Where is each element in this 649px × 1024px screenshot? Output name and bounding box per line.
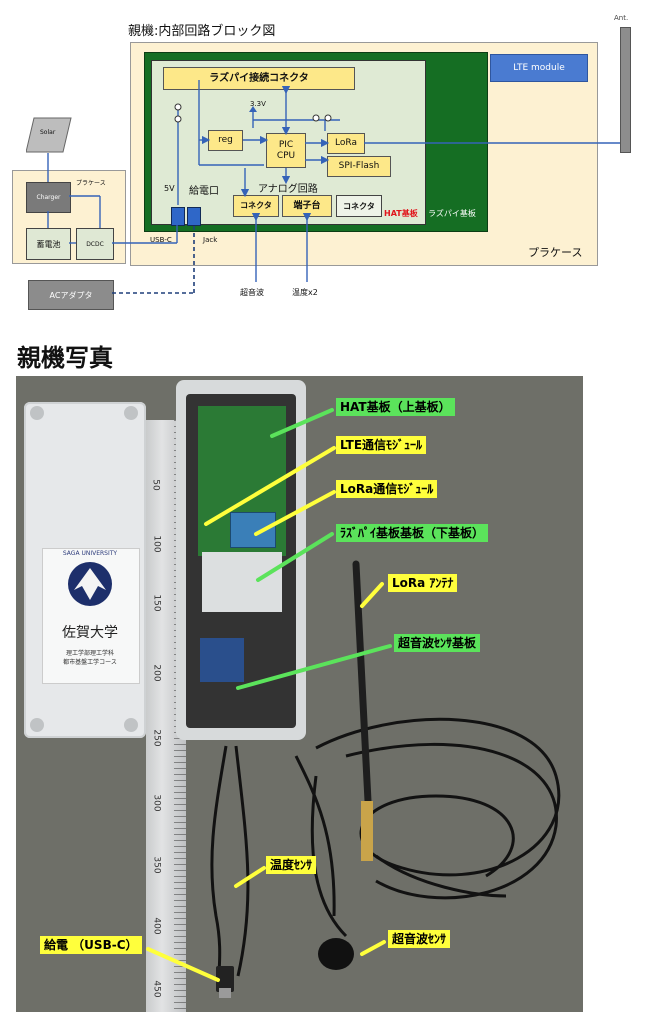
callout-lora-antenna: LoRa ｱﾝﾃﾅ [388,574,458,592]
lid-dept-line2: 都市基盤工学コース [63,659,117,666]
diagram-title: 親機:内部回路ブロック図 [128,24,276,39]
usb-c-label: USB-C [150,236,172,244]
solar-panel-icon [25,117,72,153]
connector-right-block: コネクタ [336,195,382,217]
rpi-pcb [202,552,282,612]
v5-label: 5V [164,184,175,193]
callout-arrows [146,408,392,982]
small-case-label: プラケース [76,180,106,187]
power-port-label: 給電口 [189,186,219,197]
ultrasonic-label: 超音波 [240,288,264,297]
temperature-label: 温度x2 [292,288,318,297]
callout-hat-board: HAT基板（上基板） [336,398,455,416]
plastic-case-label: プラケース [528,246,583,259]
ultrasonic-board-pcb [200,638,244,682]
photo-heading: 親機写真 [17,344,113,372]
dcdc-block: DCDC [76,228,114,260]
cpu-label: CPU [276,150,296,161]
callout-temperature-sensor: 温度ｾﾝｻ [266,856,317,874]
callout-ultrasonic-board: 超音波ｾﾝｻ基板 [394,634,481,652]
callout-lora-module: LoRa通信ﾓｼﾞｭｰﾙ [336,480,438,498]
callout-power-usb-c: 給電 （USB-C） [40,936,142,954]
block-diagram: 親機:内部回路ブロック図 プラケース ラズパイ基板 HAT基板 LTE modu… [0,0,649,310]
rpi-connector-block: ラズパイ接続コネクタ [163,67,355,90]
jack-label: Jack [203,236,218,244]
lid-dept-line1: 理工学部理工学科 [65,650,114,657]
charger-block: Charger [26,182,71,213]
lte-module: LTE module [490,54,588,82]
device-photo: SAGA UNIVERSITY 佐賀大学 理工学部理工学科 都市基盤工学コース … [16,376,583,1012]
pic-label: PIC [278,140,294,151]
lid-screw-tr [124,406,138,420]
university-logo-icon [64,560,116,612]
jack-port [187,207,201,226]
usb-c-port [171,207,185,226]
lid-screw-br [124,718,138,732]
antenna-icon [620,27,631,153]
callout-ultrasonic-sensor: 超音波ｾﾝｻ [388,930,451,948]
lid-screw-tl [30,406,44,420]
lid-university-jp: 佐賀大学 [62,625,118,641]
reg-block: reg [208,130,243,151]
hat-board-label: HAT基板 [384,209,418,218]
analog-circuit-label: アナログ回路 [258,184,318,195]
lid-screw-bl [30,718,44,732]
callout-rpi-board: ﾗｽﾞﾊﾟｲ基板基板（下基板） [336,524,489,542]
antenna-label: Ant. [614,14,629,22]
lid-university-en: SAGA UNIVERSITY [62,550,118,557]
solar-label: Solar [40,129,56,136]
lora-module-pcb [230,512,276,548]
ac-adapter-block: ACアダプタ [28,280,114,310]
diagram-connections [47,80,620,294]
cables [210,560,561,998]
rpi-board-label: ラズパイ基板 [428,209,476,218]
callout-lte-module: LTE通信ﾓｼﾞｭｰﾙ [336,436,427,454]
battery-block: 蓄電池 [26,228,71,260]
v33-label: 3.3V [250,100,266,108]
spi-flash-block: SPI-Flash [327,156,391,177]
